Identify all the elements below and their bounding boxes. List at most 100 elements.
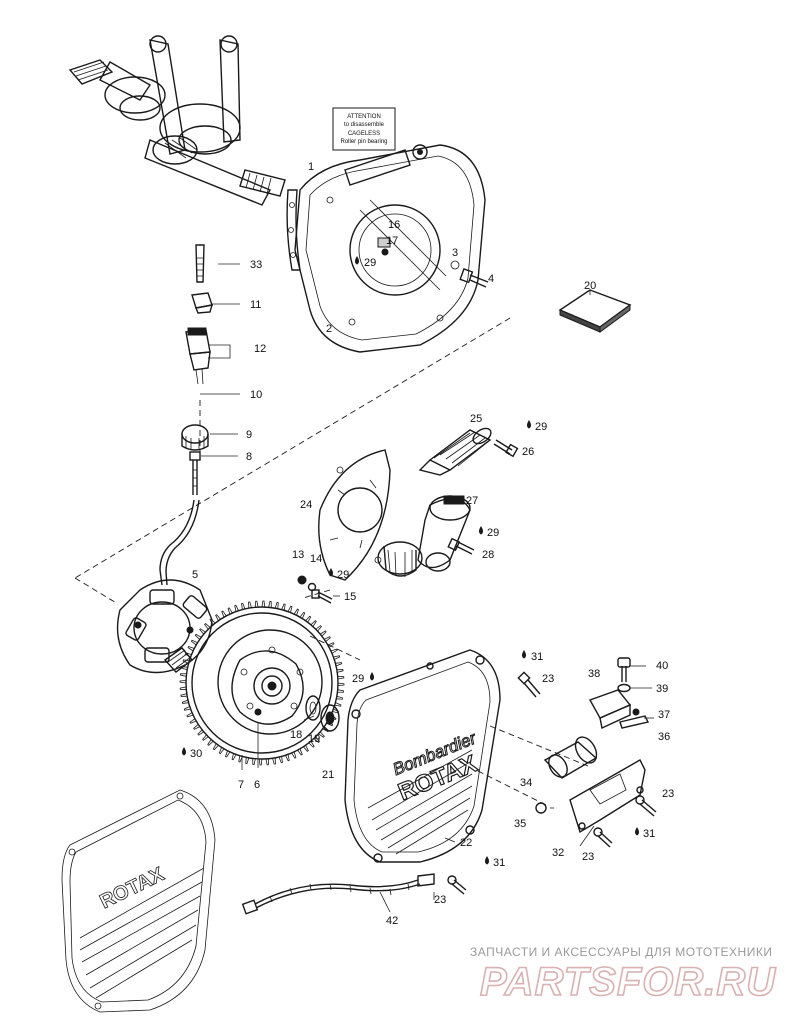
callout-15: 15	[344, 591, 356, 603]
leader-lines	[200, 263, 654, 913]
callout-29-d: 29	[337, 569, 349, 581]
gear-tooth	[207, 739, 214, 746]
callout-16: 16	[388, 219, 400, 231]
gear-tooth	[209, 618, 216, 625]
gear-tooth	[190, 639, 198, 646]
gear-tooth	[199, 628, 206, 635]
notice-line-1: ATTENTION	[347, 114, 381, 120]
callout-1: 1	[308, 161, 314, 173]
notice-line-3: CAGELESS	[348, 131, 380, 137]
gear-tooth	[179, 679, 187, 684]
gear-tooth	[258, 758, 263, 766]
washers-13-14	[297, 575, 317, 592]
ground-cable-42	[241, 873, 435, 915]
callout-22: 22	[460, 837, 472, 849]
callout-11: 11	[250, 299, 261, 311]
crankshaft	[68, 35, 286, 206]
gear-tooth	[187, 646, 195, 652]
gear-tooth	[297, 748, 303, 756]
gear-tooth	[215, 614, 221, 621]
gasket-20	[558, 289, 632, 333]
callout-31-a: 31	[531, 651, 543, 663]
screw-15	[311, 589, 333, 604]
callout-37: 37	[658, 709, 670, 721]
gear-tooth	[337, 682, 345, 687]
callout-19: 19	[308, 733, 320, 745]
callout-25: 25	[470, 413, 482, 425]
callout-31-c: 31	[493, 857, 505, 869]
callout-6: 6	[254, 779, 260, 791]
callout-14: 14	[310, 553, 322, 565]
gear-tooth	[182, 659, 190, 664]
gear-tooth	[193, 724, 200, 730]
screw-23-c	[593, 827, 613, 848]
screw-23-a	[517, 671, 541, 698]
attention-label: ATTENTION to disassemble CAGELESS Roller…	[332, 107, 396, 151]
gear-tooth	[268, 600, 272, 608]
gear-tooth	[281, 603, 286, 611]
gear-tooth	[313, 736, 320, 743]
watermark-tagline: ЗАПЧАСТИ И АКСЕССУАРЫ ДЛЯ МОТОТЕХНИКИ	[470, 945, 772, 959]
gear-tooth	[318, 731, 325, 738]
gear-tooth	[310, 620, 317, 627]
gear-tooth	[327, 642, 335, 648]
gear-tooth	[184, 652, 192, 658]
gear-tooth	[194, 633, 202, 640]
callout-10: 10	[250, 389, 262, 401]
callout-29-e: 29	[352, 673, 364, 685]
gear-tooth	[252, 758, 256, 766]
gear-tooth	[204, 623, 211, 630]
starter-solenoid-34	[543, 736, 598, 779]
gear-tooth	[225, 750, 231, 758]
callout-29-a: 29	[364, 257, 376, 269]
screw-23-b	[635, 795, 657, 817]
gear-tooth	[231, 753, 237, 761]
callout-9: 9	[246, 429, 252, 441]
gear-tooth	[324, 636, 331, 642]
gear-tooth	[197, 729, 204, 736]
gear-tooth	[202, 734, 209, 741]
gear-tooth	[330, 648, 338, 654]
ring-gear-teeth	[179, 600, 345, 766]
callout-18: 18	[290, 729, 302, 741]
callout-38: 38	[588, 668, 600, 680]
bracket-32	[569, 759, 646, 834]
gear-tooth	[179, 673, 187, 677]
callout-34: 34	[520, 777, 532, 789]
gear-tooth	[180, 666, 188, 671]
callout-17: 17	[386, 235, 398, 247]
crankcase-housing	[286, 144, 486, 353]
gear-tooth	[241, 602, 246, 610]
gear-tooth	[179, 686, 187, 691]
flywheel-7	[179, 600, 345, 766]
gear-tooth	[274, 601, 279, 609]
watermark-logo: PARTSFOR.RU	[480, 960, 776, 1004]
gear-tooth	[212, 743, 219, 751]
gear-tooth	[336, 669, 344, 673]
gear-tooth	[337, 689, 345, 693]
gear-tooth	[218, 747, 225, 755]
gear-tooth	[315, 625, 322, 632]
ring-plate-24	[318, 449, 391, 581]
gear-tooth	[303, 745, 309, 752]
rear-cover-brand: ROTAX	[96, 863, 168, 913]
callout-28: 28	[482, 549, 494, 561]
gear-tooth	[183, 706, 191, 711]
gear-tooth	[234, 604, 239, 612]
gear-tooth	[189, 718, 197, 724]
notice-line-2: to disassemble	[344, 122, 385, 128]
gear-tooth	[238, 755, 243, 763]
gear-tooth	[335, 662, 343, 667]
gear-tooth	[221, 610, 227, 618]
callout-32: 32	[552, 847, 564, 859]
relay-38	[588, 689, 632, 730]
starter-support-27	[377, 495, 471, 577]
callout-39: 39	[656, 683, 668, 695]
washer-18	[305, 695, 321, 721]
gear-tooth	[181, 699, 189, 704]
gear-tooth	[287, 605, 293, 613]
gear-tooth	[186, 712, 194, 718]
gear-tooth	[180, 693, 188, 697]
callout-2: 2	[326, 323, 332, 335]
